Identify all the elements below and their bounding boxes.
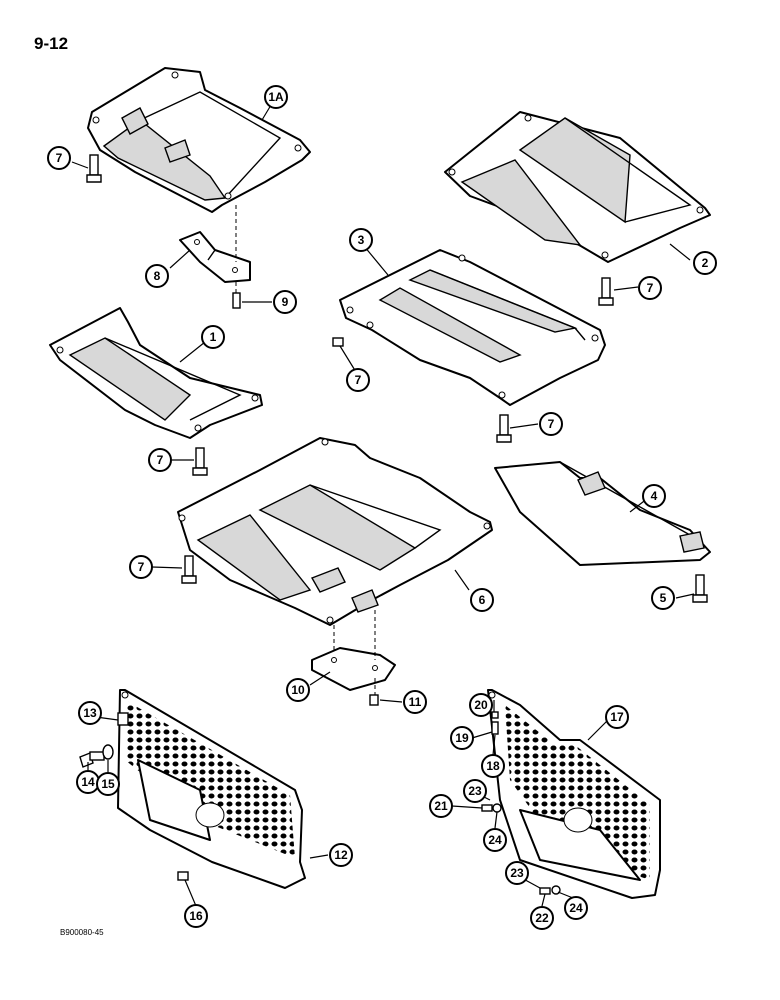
callout-2: 2 xyxy=(693,251,717,275)
callout-11: 11 xyxy=(403,690,427,714)
callout-3: 3 xyxy=(349,228,373,252)
svg-text:1A: 1A xyxy=(268,90,284,104)
bolt xyxy=(232,292,241,309)
bolt xyxy=(496,414,512,443)
svg-text:7: 7 xyxy=(647,281,654,295)
bolt xyxy=(692,574,708,603)
callout-18: 18 xyxy=(481,754,505,778)
svg-text:17: 17 xyxy=(610,710,624,724)
leader-lines xyxy=(71,104,695,907)
svg-text:18: 18 xyxy=(486,759,500,773)
callout-19: 19 xyxy=(450,726,474,750)
svg-text:23: 23 xyxy=(510,866,524,880)
svg-text:8: 8 xyxy=(154,269,161,283)
shield-17 xyxy=(487,689,661,899)
callout-23: 23 xyxy=(505,861,529,885)
svg-text:23: 23 xyxy=(468,784,482,798)
bolt xyxy=(192,447,208,476)
callout-4: 4 xyxy=(642,484,666,508)
svg-text:16: 16 xyxy=(189,909,203,923)
svg-text:1: 1 xyxy=(210,330,217,344)
bracket-10 xyxy=(311,647,396,691)
callout-8: 8 xyxy=(145,264,169,288)
callout-10: 10 xyxy=(286,678,310,702)
svg-text:3: 3 xyxy=(358,233,365,247)
svg-text:19: 19 xyxy=(455,731,469,745)
svg-text:7: 7 xyxy=(157,453,164,467)
callout-1: 1 xyxy=(201,325,225,349)
callout-1a: 1A xyxy=(264,85,288,109)
svg-text:7: 7 xyxy=(548,417,555,431)
callout-16: 16 xyxy=(184,904,208,928)
svg-text:24: 24 xyxy=(488,833,502,847)
callout-7: 7 xyxy=(148,448,172,472)
svg-text:7: 7 xyxy=(355,373,362,387)
bolt xyxy=(539,885,561,895)
svg-text:20: 20 xyxy=(474,698,488,712)
callout-7: 7 xyxy=(346,368,370,392)
shield-12 xyxy=(117,689,306,889)
plate-2 xyxy=(444,111,711,263)
bolt xyxy=(79,751,105,768)
callout-13: 13 xyxy=(78,701,102,725)
callout-22: 22 xyxy=(530,906,554,930)
bolt xyxy=(177,871,189,881)
svg-text:14: 14 xyxy=(81,775,95,789)
svg-text:4: 4 xyxy=(651,489,658,503)
svg-text:9: 9 xyxy=(282,295,289,309)
callout-15: 15 xyxy=(96,772,120,796)
callout-21: 21 xyxy=(429,794,453,818)
figure-code: B900080-45 xyxy=(60,928,104,937)
bracket-8 xyxy=(179,231,251,283)
bolt xyxy=(598,277,614,306)
svg-text:6: 6 xyxy=(479,593,486,607)
callout-20: 20 xyxy=(469,693,493,717)
bolt xyxy=(481,803,502,813)
bolt xyxy=(369,694,379,706)
bolt xyxy=(491,711,499,735)
callout-12: 12 xyxy=(329,843,353,867)
page-number: 9-12 xyxy=(34,34,69,53)
washer xyxy=(102,744,114,760)
callout-14: 14 xyxy=(76,770,100,794)
bolt xyxy=(181,555,197,584)
callout-9: 9 xyxy=(273,290,297,314)
svg-text:7: 7 xyxy=(56,151,63,165)
callout-24: 24 xyxy=(564,896,588,920)
svg-text:7: 7 xyxy=(138,560,145,574)
plate-4 xyxy=(494,461,711,566)
bolt xyxy=(117,712,129,726)
svg-text:12: 12 xyxy=(334,848,348,862)
svg-text:5: 5 xyxy=(660,591,667,605)
plate-1a xyxy=(87,67,311,213)
callout-7: 7 xyxy=(129,555,153,579)
plate-1 xyxy=(49,307,263,439)
callout-7: 7 xyxy=(47,146,71,170)
callout-7: 7 xyxy=(539,412,563,436)
svg-text:13: 13 xyxy=(83,706,97,720)
callout-23: 23 xyxy=(463,779,487,803)
callout-5: 5 xyxy=(651,586,675,610)
callout-6: 6 xyxy=(470,588,494,612)
plate-6 xyxy=(177,437,493,626)
svg-text:2: 2 xyxy=(702,256,709,270)
svg-text:22: 22 xyxy=(535,911,549,925)
svg-text:11: 11 xyxy=(409,695,422,709)
callout-17: 17 xyxy=(605,705,629,729)
bolt xyxy=(332,337,344,347)
svg-text:10: 10 xyxy=(291,683,305,697)
bolt xyxy=(86,154,102,183)
plate-3 xyxy=(339,249,606,406)
callout-24: 24 xyxy=(483,828,507,852)
callout-7: 7 xyxy=(638,276,662,300)
svg-text:24: 24 xyxy=(569,901,583,915)
svg-text:21: 21 xyxy=(434,799,448,813)
svg-text:15: 15 xyxy=(101,777,115,791)
